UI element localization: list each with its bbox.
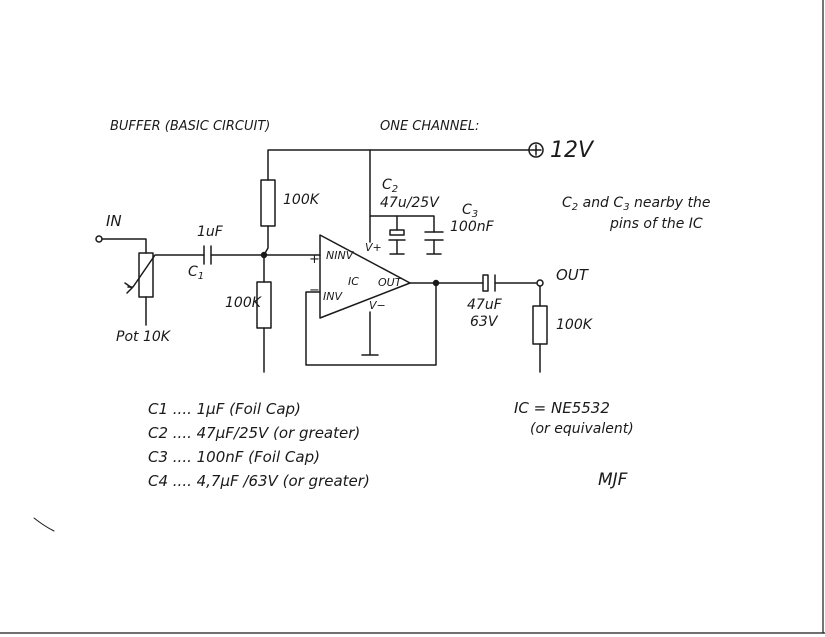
output-terminal <box>536 279 544 287</box>
c2-body-top <box>389 229 405 236</box>
c3-value: 100nF <box>450 219 494 235</box>
c2-letter: C <box>382 177 392 193</box>
c2-ground <box>389 239 405 255</box>
ic-equivalent-note: (or equivalent) <box>530 421 634 437</box>
note-c3-index: 3 <box>623 202 630 213</box>
c2-index: 2 <box>391 184 399 195</box>
ic-type-note: IC = NE5532 <box>514 399 610 417</box>
resistor-top-value: 100K <box>283 192 319 208</box>
supply-terminal <box>528 142 544 158</box>
output-node-dot[interactable] <box>432 279 440 287</box>
ic-pin-ninv: NINV <box>326 249 354 262</box>
c2-value: 47u/25V <box>380 195 439 211</box>
c4-body-left <box>482 274 489 292</box>
ic-pin-inv: INV <box>323 290 342 303</box>
input-label: IN <box>106 212 122 230</box>
channel-note: ONE CHANNEL: <box>380 119 480 134</box>
c1-index: 1 <box>197 271 205 282</box>
c4-value-bottom: 63V <box>470 314 498 330</box>
resistor-top-wire <box>263 225 269 256</box>
input-terminal <box>95 235 103 243</box>
parts-list-item: C3 .... 100nF (Foil Cap) <box>148 448 320 466</box>
supply-label: 12V <box>550 138 594 163</box>
note-line1-rest: nearby the <box>634 195 711 211</box>
c3-ground <box>426 239 442 255</box>
resistor-top <box>260 179 276 227</box>
c4-value-top: 47uF <box>467 297 502 313</box>
pot-label: Pot 10K <box>116 329 170 345</box>
c2-designator: C2 <box>382 177 399 195</box>
decoupling-wire <box>369 215 435 233</box>
c1-designator: C1 <box>188 264 205 282</box>
paper-corner-mark <box>33 517 55 532</box>
note-and: and <box>582 195 609 211</box>
ic-pin-vplus: V+ <box>365 241 382 254</box>
c3-designator: C3 <box>462 202 479 220</box>
op-amp-triangle <box>319 234 411 319</box>
c1-value: 1uF <box>197 224 223 240</box>
c3-index: 3 <box>471 209 479 220</box>
c3-letter: C <box>462 202 472 218</box>
note-c2-letter: C <box>562 195 572 211</box>
c1-letter: C <box>188 264 198 280</box>
note-c2-index: 2 <box>571 202 579 213</box>
output-label: OUT <box>556 266 588 284</box>
resistor-out-value: 100K <box>556 317 592 333</box>
supply-rail <box>267 149 531 181</box>
parts-list-item: C2 .... 47µF/25V (or greater) <box>148 424 361 442</box>
ic-name: IC <box>348 275 359 288</box>
ic-pin-vminus: V− <box>369 299 386 312</box>
author-signature: MJF <box>598 470 628 490</box>
input-wire <box>101 238 147 254</box>
vminus-ground <box>361 311 379 356</box>
decoupling-note-line2: pins of the IC <box>610 216 703 232</box>
parts-list-item: C1 .... 1µF (Foil Cap) <box>148 400 301 418</box>
note-c3-letter: C <box>613 195 624 211</box>
resistor-bottom-value: 100K <box>225 295 261 311</box>
resistor-out <box>532 305 548 345</box>
circuit-title: BUFFER (BASIC CIRCUIT) <box>110 119 271 134</box>
decoupling-note-line1: C2 and C3 nearby the <box>562 195 711 213</box>
ic-sign-plus: + <box>309 252 320 267</box>
pot-wiper-arrow <box>124 282 133 294</box>
feedback-loop <box>305 282 437 366</box>
parts-list-item: C4 .... 4,7µF /63V (or greater) <box>148 472 370 490</box>
supply-plus-sign <box>530 144 542 156</box>
ic-sign-minus: − <box>309 283 320 298</box>
ic-pin-out: OUT <box>378 276 402 289</box>
